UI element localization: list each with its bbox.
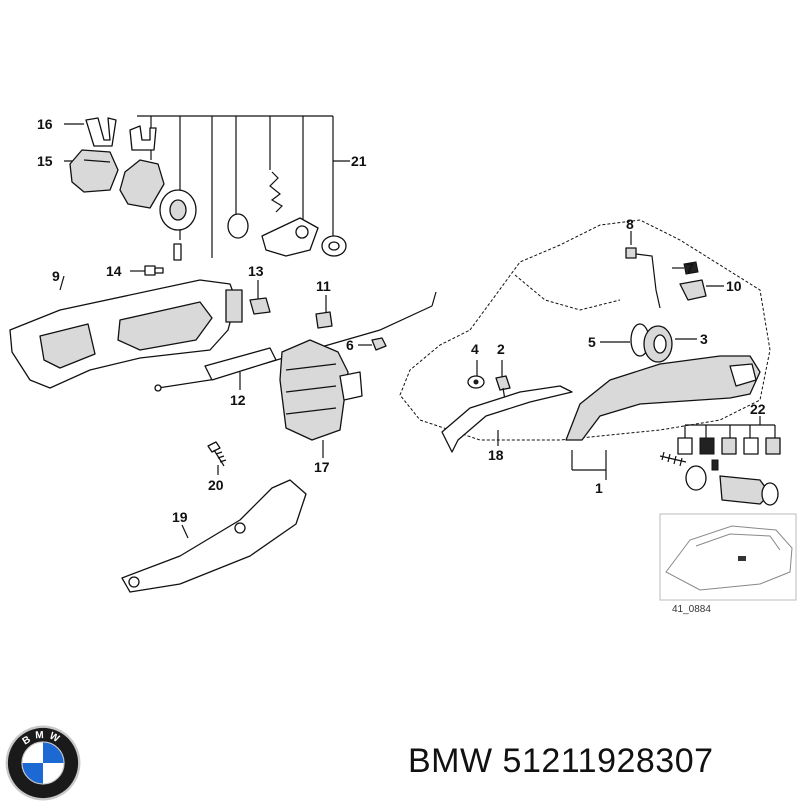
part-number: 51211928307 [502,742,714,780]
part-9-interior-handle [9,279,243,389]
part-7-clip [683,261,699,275]
callout-14: 14 [106,263,122,279]
callout-13: 13 [248,263,264,279]
bmw-logo: BMW [5,725,81,801]
brand-name: BMW [408,742,493,780]
part-4-washer [467,375,485,389]
part-11-pad [315,311,333,329]
part-13-clip [249,297,271,315]
part-10-clip [679,279,707,301]
callout-3: 3 [700,331,708,347]
part-6-nut [371,337,387,351]
callout-19: 19 [172,509,188,525]
part-3-lock-cylinder-housing [643,325,673,363]
part-1-exterior-handle [565,355,761,441]
callout-1: 1 [595,480,603,496]
part-19-bracket [121,479,307,593]
part-title: BMW 51211928307 [408,742,714,781]
callout-6: 6 [346,337,354,353]
callout-17: 17 [314,459,330,475]
logo-quadrant-blue-2 [21,763,43,785]
part-21-lock-assembly [119,125,347,261]
part-20-screw [207,441,227,467]
callout-15: 15 [37,153,53,169]
part-22-lock-set [659,437,781,506]
callout-20: 20 [208,477,224,493]
callout-8: 8 [626,216,634,232]
inset-code: 41_0884 [672,604,711,615]
callout-16: 16 [37,116,53,132]
door-outline [399,219,771,441]
callout-22: 22 [750,401,766,417]
part-15-bracket [69,149,119,193]
callout-4: 4 [471,341,479,357]
callout-9: 9 [52,268,60,284]
part-17-carrier [279,339,363,441]
callout-12: 12 [230,392,246,408]
callout-2: 2 [497,341,505,357]
leader-lines [59,115,776,539]
part-14-bolt [144,265,164,276]
logo-quadrant-blue-1 [43,741,65,763]
part-18-gasket [441,385,573,453]
part-8-rod [625,247,661,309]
callout-11: 11 [316,278,331,294]
callout-5: 5 [588,334,596,350]
part-16-clip [85,117,117,147]
vehicle-inset [659,513,797,601]
callout-21: 21 [351,153,367,169]
callout-labels: 16 15 21 9 14 13 11 6 12 17 20 19 4 2 18… [37,116,766,525]
callout-18: 18 [488,447,504,463]
callout-10: 10 [726,278,742,294]
callout-7: 7 [686,260,694,276]
